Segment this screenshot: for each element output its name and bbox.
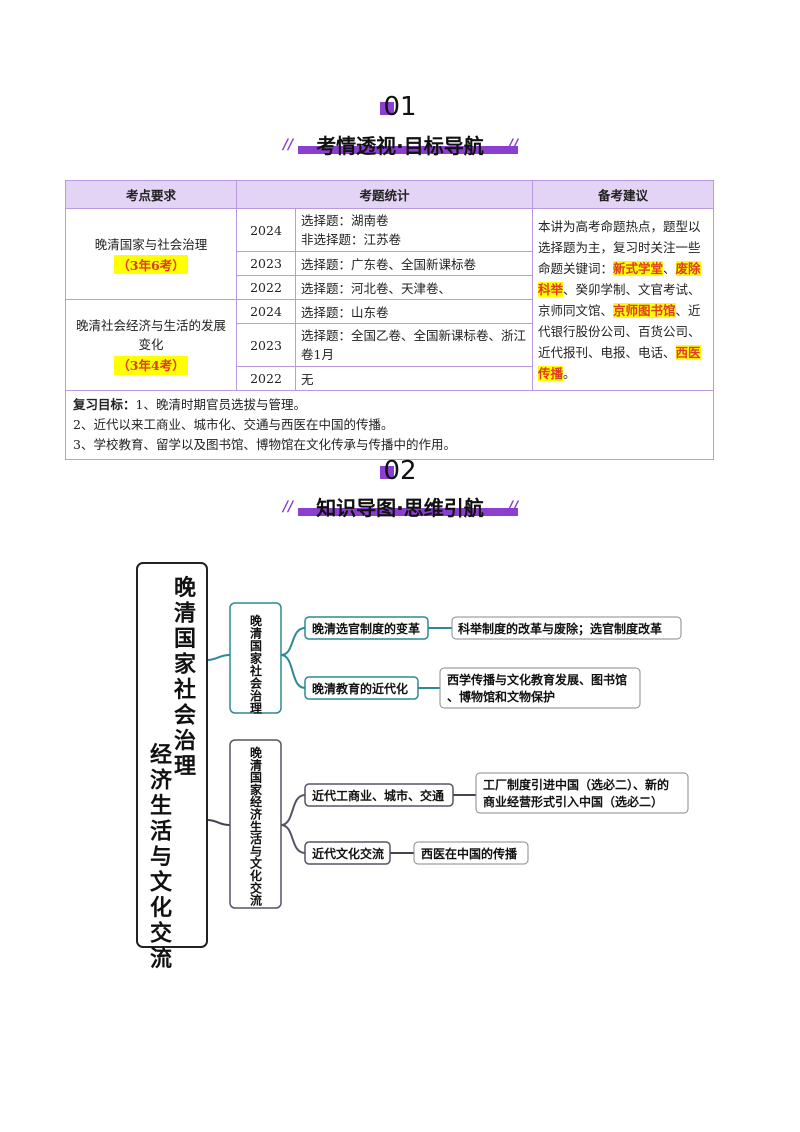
year-cell: 2024 [236,299,296,324]
detail-western-learning: 西学传播与文化教育发展、图书馆 、博物馆和文物保护 [439,667,641,709]
detail-label: 商业经营形式引入中国（选必二） [483,794,663,809]
table-row: 晚清国家与社会治理 （3年6考） 2024 选择题：湖南卷 非选择题：江苏卷 本… [65,208,714,391]
detail-label: 西学传播与文化教育发展、图书馆 [447,672,627,687]
detail-factory-system: 工厂制度引进中国（选必二）、新的 商业经营形式引入中国（选必二） [475,772,689,814]
detail-label: 西医在中国的传播 [421,846,518,861]
year-cell: 2023 [236,323,296,367]
table-row: 晚清社会经济与生活的发展变化 （3年4考） 2024 选择题：山东卷 [65,299,714,391]
connector [280,824,306,854]
exam-cell: 选择题：河北卷、天津卷、 [295,275,533,300]
section-number-2: 02 [0,456,800,486]
header-advice: 备考建议 [532,180,714,209]
exam-cell: 选择题：全国乙卷、全国新课标卷、浙江卷1月 [295,323,533,367]
decor-slash-icon: // [283,137,294,153]
exam-cell: 选择题：山东卷 [295,299,533,324]
detail-label: 、博物馆和文物保护 [447,689,555,704]
review-goals: 复习目标：1、晚清时期官员选拔与管理。 2、近代以来工商业、城市化、交通与西医在… [65,390,714,460]
table-row: 2022 无 [66,366,714,391]
mindmap-root: 晚清国家社会治理 经济生活与文化交流 [136,562,208,972]
year-cell: 2023 [236,251,296,276]
section-title-2: // 知识导图·思维引航 // [283,496,519,520]
table-row: 2023 选择题：全国乙卷、全国新课标卷、浙江卷1月 [66,323,714,367]
root-label: 经济生活与文化交流 [150,742,173,972]
branch-economy-culture: 晚清国家经济生活与文化交流 [229,739,282,909]
detail-keju: 科举制度的改革与废除；选官制度改革 [451,616,682,640]
detail-label: 科举制度的改革与废除；选官制度改革 [458,621,662,636]
node-label: 近代文化交流 [312,846,384,861]
connector [206,654,231,661]
section-number-1: 01 [0,92,800,122]
advice-cell: 本讲为高考命题热点，题型以选择题为主，复习时关注一些命题关键词：新式学堂、废除科… [532,208,714,391]
connector [280,794,306,826]
branch-label: 晚清国家社会治理 [249,613,263,716]
connector [280,627,306,656]
section-title-1: // 考情透视·目标导航 // [283,134,519,158]
node-cultural-exchange: 近代文化交流 [304,841,391,865]
branch-label: 晚清国家经济生活与文化交流 [250,745,263,908]
connector [280,654,306,689]
decor-slash-icon: // [508,499,519,515]
detail-western-medicine: 西医在中国的传播 [413,841,529,865]
exam-cell: 选择题：广东卷、全国新课标卷 [295,251,533,276]
node-label: 近代工商业、城市、交通 [312,788,444,803]
exam-cell: 无 [295,366,533,391]
topic-cell-2: 晚清社会经济与生活的发展变化 （3年4考） [65,299,237,391]
year-cell: 2024 [236,208,296,252]
count-badge: （3年4考） [114,355,188,375]
exam-cell: 选择题：湖南卷 非选择题：江苏卷 [295,208,533,252]
decor-slash-icon: // [283,499,294,515]
node-education: 晚清教育的近代化 [304,676,419,700]
header-statistics: 考题统计 [236,180,533,209]
root-label: 晚清国家社会治理 [174,576,197,780]
exam-analysis-table: 考点要求 考题统计 备考建议 晚清国家与社会治理 （3年6考） 2024 选择题… [65,180,714,460]
node-official-selection: 晚清选官制度的变革 [304,616,429,640]
branch-governance: 晚清国家社会治理 [229,602,282,716]
table-row: 2023 选择题：广东卷、全国新课标卷 [66,251,714,276]
node-industry: 近代工商业、城市、交通 [304,783,454,807]
decor-slash-icon: // [508,137,519,153]
goals-row: 复习目标：1、晚清时期官员选拔与管理。 2、近代以来工商业、城市化、交通与西医在… [65,390,714,460]
count-badge: （3年6考） [114,255,188,274]
connector [206,819,231,826]
detail-label: 工厂制度引进中国（选必二）、新的 [483,777,669,792]
node-label: 晚清选官制度的变革 [312,621,420,636]
node-label: 晚清教育的近代化 [312,681,408,696]
table-row: 2022 选择题：河北卷、天津卷、 [66,275,714,300]
